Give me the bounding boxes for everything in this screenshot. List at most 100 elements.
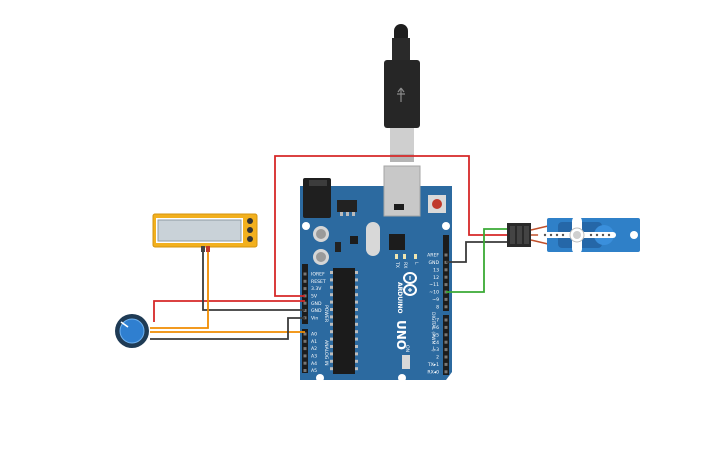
power-pin[interactable] — [303, 279, 307, 283]
digital_pins_bottom-pin-label: 7 — [436, 318, 439, 324]
analog-pin[interactable] — [303, 347, 307, 351]
digital_pins_bottom-pin[interactable] — [444, 318, 448, 322]
arduino-logo-icon — [403, 272, 417, 296]
chip-leg — [330, 293, 333, 297]
chip-leg — [330, 322, 333, 326]
analog-header — [302, 329, 308, 373]
horn-hole — [549, 233, 553, 237]
horn-hole — [543, 233, 547, 237]
on-label: ON — [404, 345, 410, 352]
digital_pins_bottom-pin[interactable] — [444, 348, 448, 352]
horn-hole — [561, 233, 565, 237]
analog-pin[interactable] — [303, 339, 307, 343]
chip-leg — [330, 359, 333, 363]
power-pin[interactable] — [303, 301, 307, 305]
analog-pin[interactable] — [303, 332, 307, 336]
digital_pins_top-pin[interactable] — [444, 305, 448, 309]
analog-pin[interactable] — [303, 369, 307, 372]
digital_pins_bottom-pin-label: TX▸1 — [427, 362, 439, 368]
multimeter[interactable] — [152, 213, 258, 252]
power-pin-label: IOREF — [311, 272, 325, 278]
digital_pins_bottom-pin[interactable] — [444, 362, 448, 366]
wire-5v-pot[interactable] — [153, 300, 305, 322]
chip-leg — [355, 367, 358, 371]
wire-5v-servo[interactable] — [274, 155, 510, 297]
icsp-header — [402, 355, 410, 369]
servo-mount-hole — [630, 231, 638, 239]
horn-hole — [589, 233, 593, 237]
chip-leg — [355, 337, 358, 341]
horn-hole — [555, 233, 559, 237]
digital_pins_top-pin-label: GND — [428, 260, 439, 266]
power-pin-label: 3.3V — [311, 286, 322, 292]
tx-label: TX — [394, 261, 400, 268]
digital_pins_bottom-pin[interactable] — [444, 340, 448, 344]
wire-signal-servo[interactable] — [446, 228, 510, 293]
potentiometer-knob-icon[interactable] — [119, 318, 145, 344]
digital_pins_bottom-pin-label: ~3 — [432, 347, 439, 353]
chip-leg — [355, 352, 358, 356]
digital_pins_bottom-pin[interactable] — [444, 355, 448, 359]
power-pin-label: 5V — [311, 294, 318, 300]
knob-indicator — [120, 321, 129, 328]
digital_pins_top-pin-label: 13 — [433, 267, 439, 273]
digital_pins_bottom-pin[interactable] — [444, 325, 448, 329]
digital_pins_top-pin-label: 8 — [436, 304, 439, 310]
chip-leg — [330, 315, 333, 319]
power-pin[interactable] — [303, 287, 307, 291]
digital_pins_top-pin[interactable] — [444, 297, 448, 301]
usb-cable[interactable] — [384, 24, 420, 162]
analog-pin[interactable] — [303, 361, 307, 365]
digital_pins_top-pin[interactable] — [444, 283, 448, 287]
arduino-uno[interactable]: TX RX L ARDUINO UNO ON POWER ANALOG IN D… — [300, 165, 452, 382]
digital_pins_top-pin-label: AREF — [427, 253, 439, 259]
digital_pins_bottom-pin-label: ~5 — [432, 332, 439, 338]
digital-header-low — [443, 315, 449, 375]
wire-gnd-pot[interactable] — [150, 317, 305, 340]
chip-leg — [330, 337, 333, 341]
wire-meter-pot[interactable] — [150, 250, 209, 329]
probe-black — [201, 246, 205, 252]
chip-leg — [355, 308, 358, 311]
analog-pin-label: A0 — [311, 332, 317, 338]
digital_pins_top-pin-label: ~10 — [429, 290, 439, 296]
chip-leg — [330, 285, 333, 289]
digital_pins_bottom-pin[interactable] — [444, 333, 448, 337]
digital_pins_top-pin[interactable] — [444, 268, 448, 272]
chip-leg — [355, 293, 358, 297]
probe-red — [206, 246, 210, 252]
power-pin-label: Vin — [311, 315, 318, 321]
digital_pins_top-pin[interactable] — [444, 275, 448, 279]
horn-hole — [601, 233, 605, 237]
chip-leg — [330, 345, 333, 348]
usb-icon — [397, 87, 405, 102]
digital_pins_bottom-pin-label: RX◂0 — [427, 369, 439, 375]
reset-button-cap — [432, 199, 442, 209]
digital_pins_top-pin[interactable] — [444, 253, 448, 257]
brand-label: ARDUINO — [396, 282, 403, 313]
chip-leg — [330, 352, 333, 356]
digital_pins_top-pin-label: ~11 — [429, 282, 439, 288]
chip-leg — [330, 330, 333, 334]
chip-leg — [355, 315, 358, 319]
mount-hole — [302, 222, 310, 230]
power-pin[interactable] — [303, 272, 307, 276]
chip-leg — [355, 285, 358, 289]
digital_pins_bottom-pin-label: ~6 — [432, 325, 439, 331]
usb-cable-strain — [392, 38, 410, 60]
model-label: UNO — [394, 320, 408, 350]
analog-pin[interactable] — [303, 354, 307, 358]
horn-hole — [607, 233, 611, 237]
digital_pins_bottom-pin-label: 2 — [436, 355, 439, 361]
micro-servo[interactable] — [507, 216, 640, 254]
wire-gnd-servo[interactable] — [446, 241, 510, 263]
power-header — [302, 264, 308, 324]
digital_pins_bottom-pin[interactable] — [444, 370, 448, 374]
servo-shaft-icon — [573, 231, 581, 239]
potentiometer[interactable] — [115, 314, 149, 348]
chip-leg — [330, 308, 333, 311]
digital_pins_bottom-pin-label: 4 — [436, 340, 439, 346]
chip-leg — [355, 359, 358, 363]
wire-gnd-meter[interactable] — [202, 250, 305, 311]
